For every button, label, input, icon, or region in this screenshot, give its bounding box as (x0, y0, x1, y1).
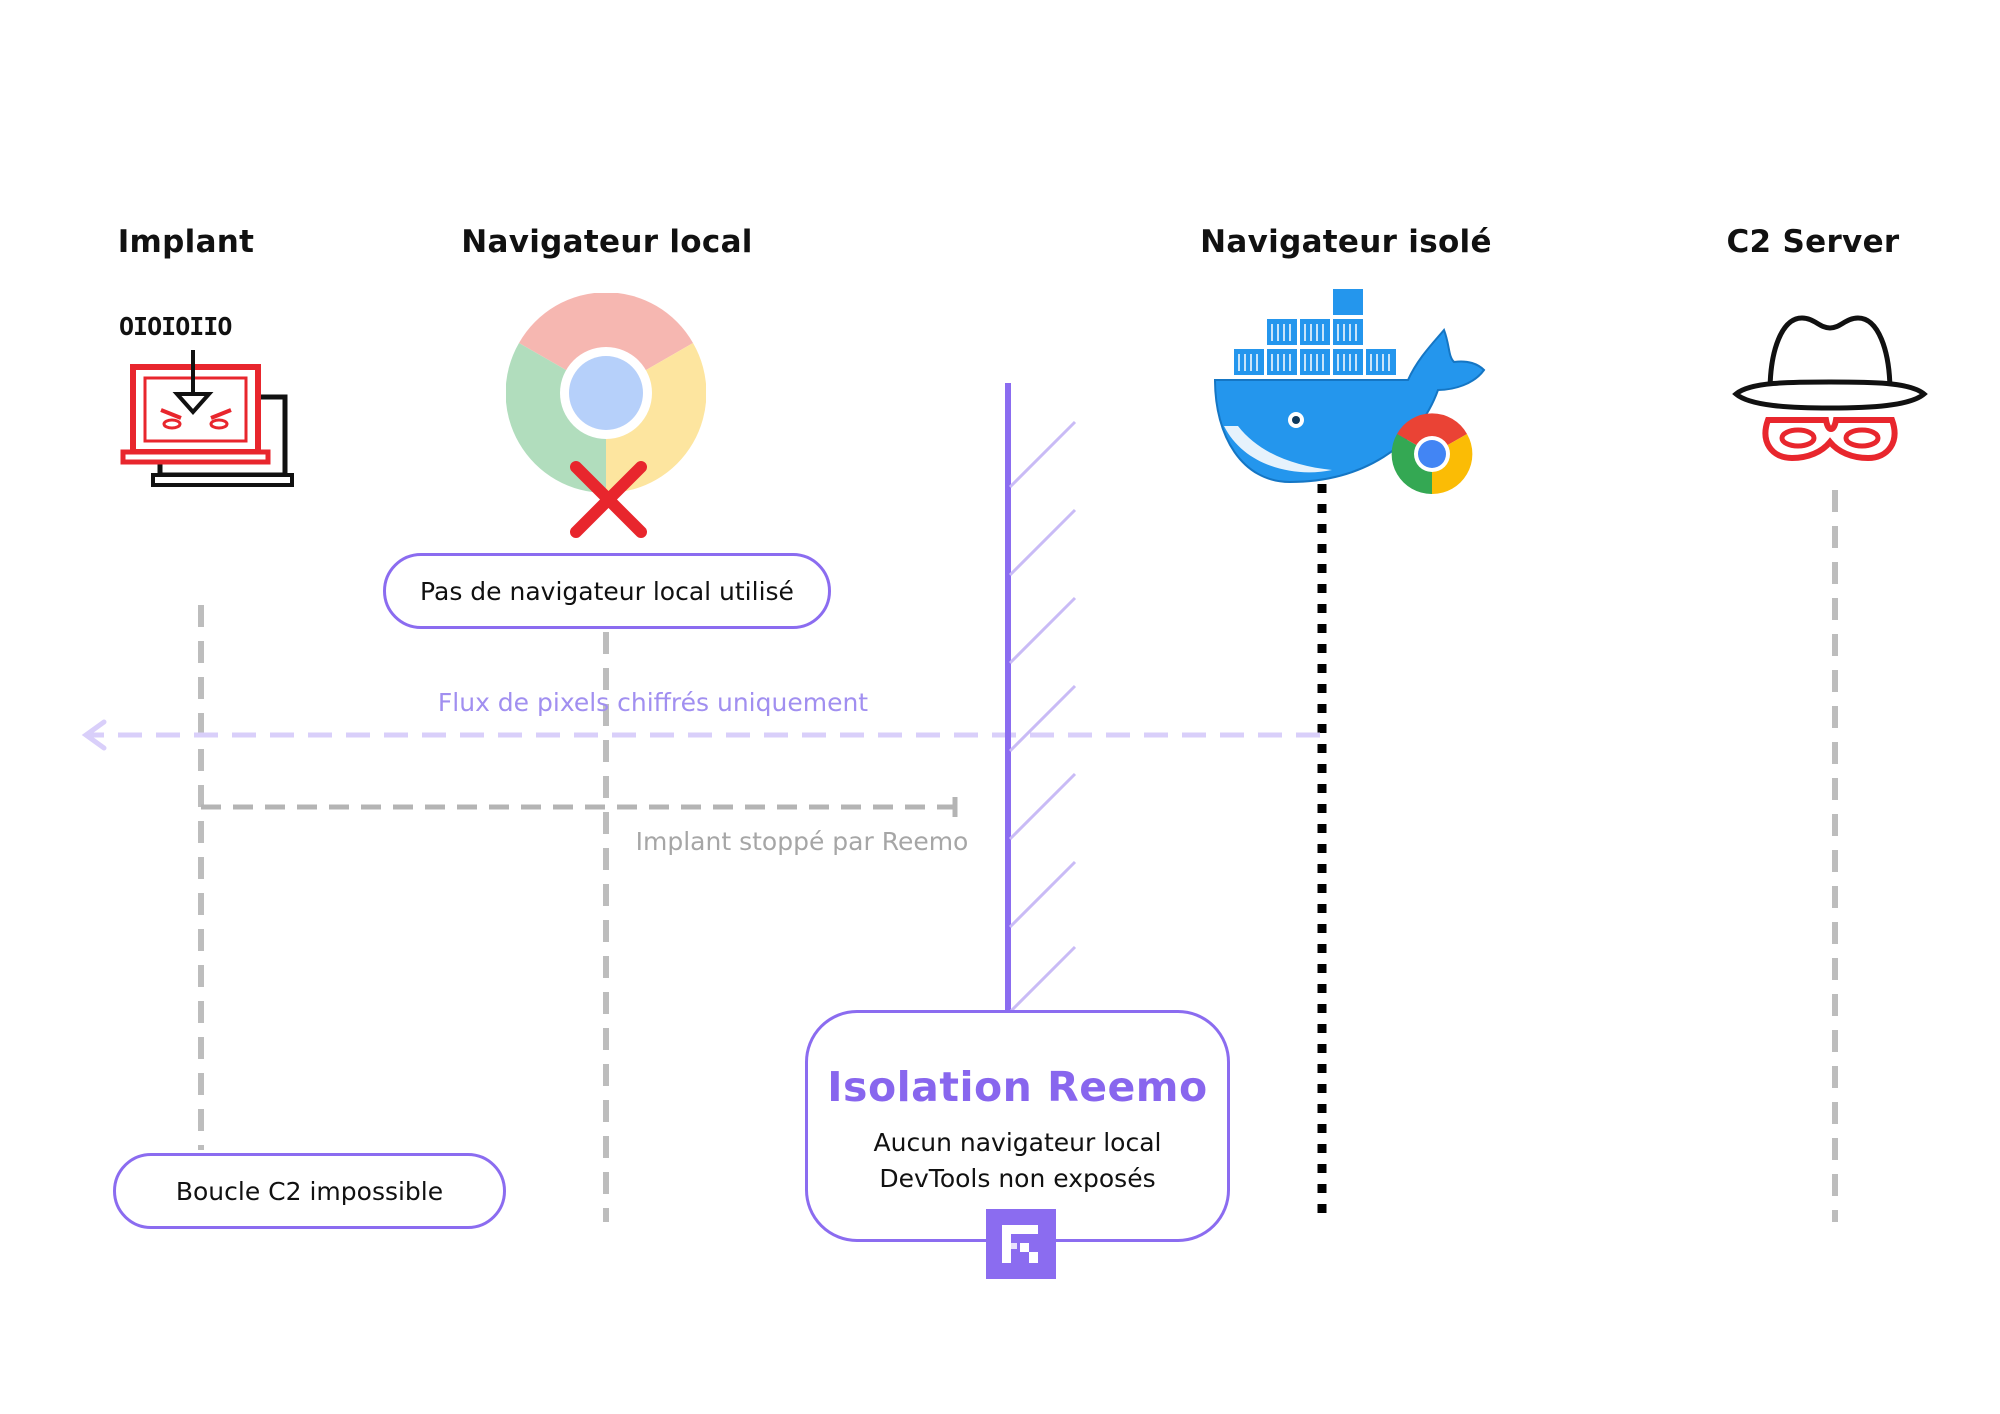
note-c2-loop: Boucle C2 impossible (113, 1153, 506, 1229)
reemo-title: Isolation Reemo (827, 1063, 1208, 1111)
note-no-local-browser: Pas de navigateur local utilisé (383, 553, 831, 629)
actor-title-isolated-browser: Navigateur isolé (1200, 224, 1492, 260)
actor-title-local-browser: Navigateur local (461, 224, 753, 260)
reemo-logo-icon (986, 1209, 1056, 1279)
infected-laptop-icon: OIOIOIIO (115, 312, 305, 502)
reemo-line-devtools: DevTools non exposés (879, 1164, 1156, 1193)
docker-chrome-icon (1212, 286, 1492, 501)
reemo-line-no-local-browser: Aucun navigateur local (873, 1128, 1162, 1157)
isolation-wall-hatching (1008, 420, 1077, 1014)
note-c2-loop-text: Boucle C2 impossible (175, 1176, 444, 1206)
note-no-local-browser-text: Pas de navigateur local utilisé (420, 576, 794, 606)
hacker-hat-mask-icon (1730, 310, 1930, 470)
actor-title-c2-server: C2 Server (1726, 224, 1900, 260)
flow-label-pixel-stream: Flux de pixels chiffrés uniquement (437, 688, 869, 717)
chrome-icon (505, 292, 707, 494)
pixel-stream-arrowhead (81, 719, 107, 751)
reemo-isolation-box: Isolation Reemo Aucun navigateur local D… (805, 1010, 1230, 1242)
flow-label-implant-stopped: Implant stoppé par Reemo (635, 827, 969, 856)
binary-text: OIOIOIIO (119, 312, 232, 341)
actor-title-implant: Implant (117, 224, 255, 260)
red-cross-icon (566, 457, 651, 542)
